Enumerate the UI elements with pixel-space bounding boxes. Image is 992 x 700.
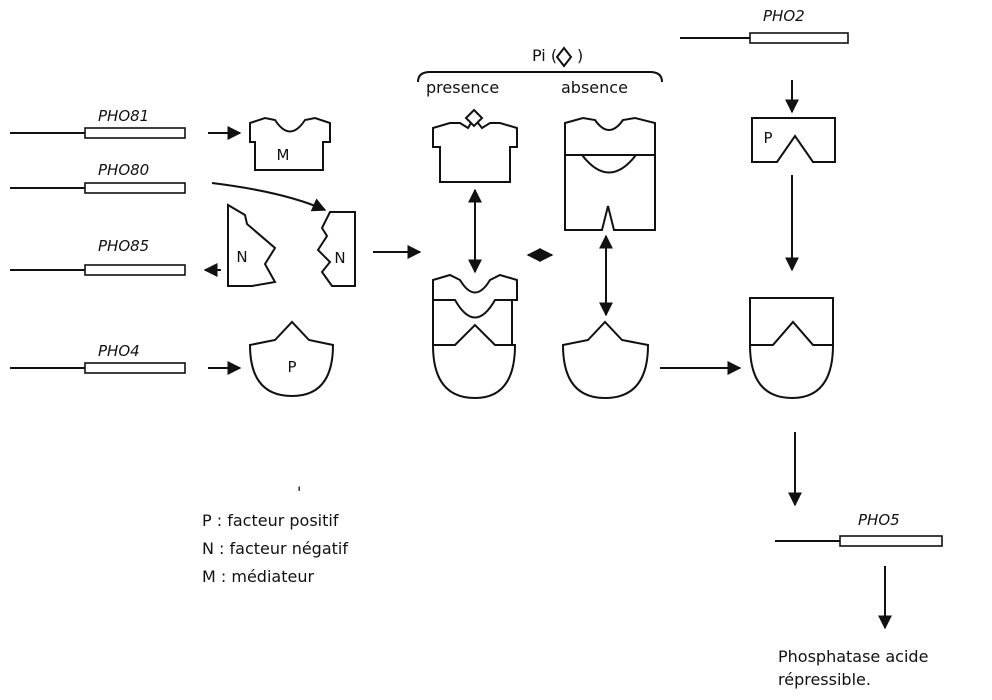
legend: ' P : facteur positif N : facteur négati…	[202, 483, 348, 586]
presence-mediator-with-pi	[433, 110, 517, 182]
gene-label-pho81: PHO81	[98, 107, 149, 125]
legend-positive: P : facteur positif	[202, 511, 339, 530]
phosphate-diamond-icon	[557, 48, 571, 66]
absence-mediator-negative-complex	[565, 118, 655, 230]
negative-factor-left: N	[228, 205, 275, 286]
positive-factor-pho2: P	[752, 118, 835, 162]
positive-letter-pho4: P	[287, 358, 296, 376]
output-line-2: répressible.	[778, 670, 871, 689]
gene-label-pho2: PHO2	[763, 7, 805, 25]
legend-tick: '	[297, 483, 301, 502]
presence-label: presence	[426, 78, 499, 97]
gene-label-pho80: PHO80	[98, 161, 149, 179]
presence-complex-n-p	[433, 275, 517, 398]
negative-letter-left: N	[236, 248, 247, 266]
mediator-shape: M	[250, 118, 330, 170]
gene-pho81: PHO81	[10, 107, 185, 138]
legend-mediator: M : médiateur	[202, 567, 314, 586]
negative-letter-right: N	[334, 249, 345, 267]
pi-title-close: )	[577, 46, 583, 65]
gene-pho2: PHO2	[680, 7, 848, 43]
gene-pho80: PHO80	[10, 161, 185, 193]
pi-header: Pi ( ) presence absence	[418, 46, 662, 97]
output-line-1: Phosphatase acide	[778, 647, 928, 666]
gene-label-pho4: PHO4	[98, 342, 140, 360]
gene-pho5: PHO5	[775, 511, 942, 546]
negative-factor-right: N	[318, 212, 355, 286]
gene-label-pho5: PHO5	[858, 511, 900, 529]
gene-pho85: PHO85	[10, 237, 185, 275]
positive-letter-pho2: P	[763, 129, 772, 147]
legend-negative: N : facteur négatif	[202, 539, 348, 558]
absence-label: absence	[561, 78, 628, 97]
absence-free-positive	[563, 322, 648, 398]
pi-title: Pi (	[532, 46, 557, 65]
active-complex-pho2-pho4	[750, 298, 833, 398]
gene-label-pho85: PHO85	[98, 237, 149, 255]
positive-factor-pho4: P	[250, 322, 333, 396]
mediator-letter: M	[277, 146, 290, 164]
gene-pho4: PHO4	[10, 342, 185, 373]
